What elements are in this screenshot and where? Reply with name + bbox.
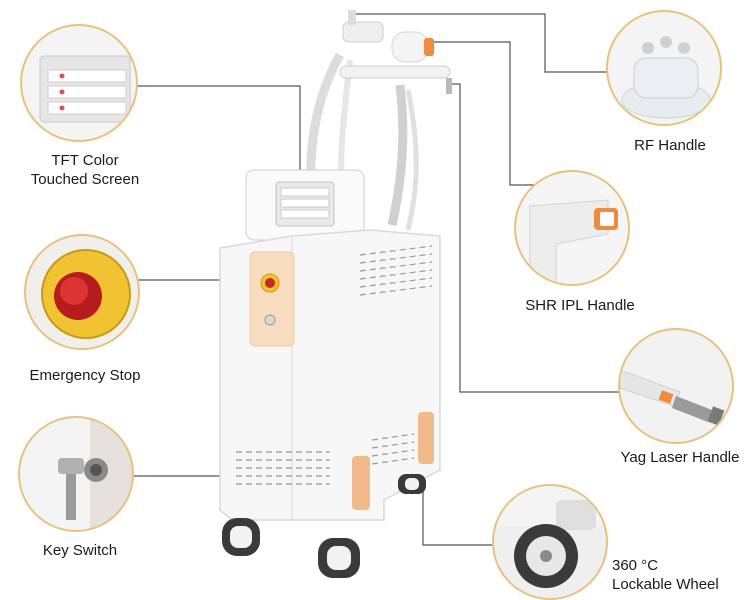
rf-handle-callout <box>606 10 722 126</box>
leader-ipl <box>432 41 540 186</box>
tft-screen-callout <box>20 24 138 142</box>
key-switch-label: Key Switch <box>42 542 118 559</box>
tft-screen-label-line1: TFT Color <box>51 152 119 169</box>
screen <box>245 169 365 241</box>
leader-rf <box>352 13 608 73</box>
wheel-label-line2: Lockable Wheel <box>612 576 719 593</box>
lockable-wheel-label: 360 °C Lockable Wheel <box>612 556 742 594</box>
wheel-icon <box>494 486 606 588</box>
shr-ipl-handle-label: SHR IPL Handle <box>525 297 635 314</box>
ipl-handle-icon <box>529 199 618 284</box>
key-icon <box>20 418 108 530</box>
leader-wheel <box>422 490 492 546</box>
key-switch-callout <box>18 416 134 532</box>
yag-laser-handle-label: Yag Laser Handle <box>620 449 740 466</box>
lockable-wheel-callout <box>492 484 608 600</box>
wheel-label-line1: 360 °C <box>612 557 659 574</box>
emergency-stop-button-icon <box>41 249 131 339</box>
wheels <box>222 474 426 578</box>
tft-screen-label: TFT Color Touched Screen <box>0 151 170 189</box>
rf-handle-icon <box>621 36 711 119</box>
shr-ipl-handle-callout <box>514 170 630 286</box>
emergency-stop-callout <box>24 234 140 350</box>
rf-handle-label: RF Handle <box>634 137 706 154</box>
touchscreen-icon <box>39 55 131 123</box>
leader-tft <box>132 85 301 178</box>
yag-laser-handle-callout <box>618 328 734 444</box>
cabinet <box>219 229 441 521</box>
leader-yag <box>450 83 622 393</box>
emergency-stop-label: Emergency Stop <box>29 367 141 384</box>
laser-handle-icon <box>620 369 725 426</box>
tft-screen-label-line2: Touched Screen <box>30 171 140 188</box>
